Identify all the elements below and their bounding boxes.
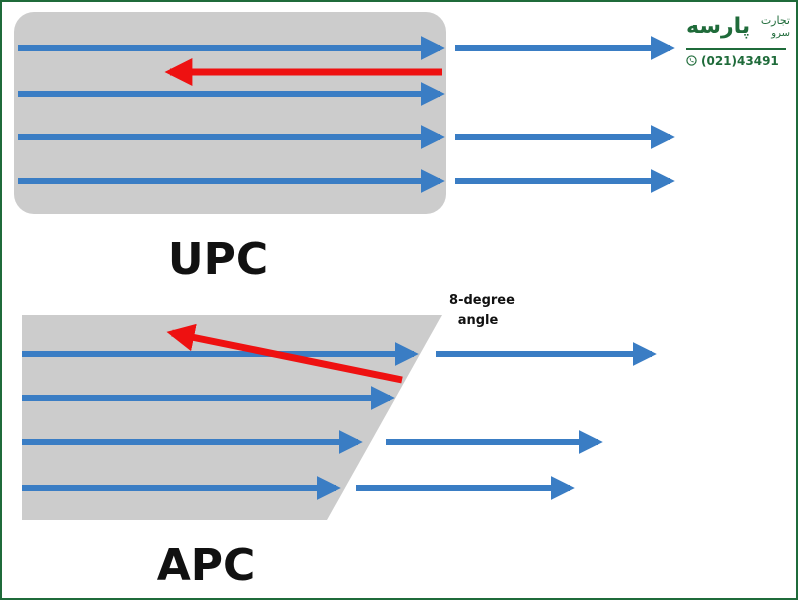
brand-phone: (021)43491 (686, 54, 779, 68)
brand-subtitle-line2: سرو (771, 28, 790, 39)
upc-title: UPC (168, 234, 268, 285)
brand-subtitle-line1: تجارت (760, 14, 790, 27)
brand-logo: پارسه تجارت سرو (021)43491 (686, 12, 790, 72)
brand-name: پارسه (686, 14, 751, 39)
apc-reflection-ray (166, 323, 403, 384)
whatsapp-phone-icon (686, 55, 697, 66)
brand-phone-number: (021)43491 (701, 54, 779, 68)
upc-ferrule (14, 12, 446, 214)
brand-divider (686, 48, 786, 50)
apc-title: APC (157, 540, 256, 591)
apc-angle-label-line2: angle (458, 313, 499, 328)
apc-angle-label-line1: 8-degree (449, 293, 515, 308)
